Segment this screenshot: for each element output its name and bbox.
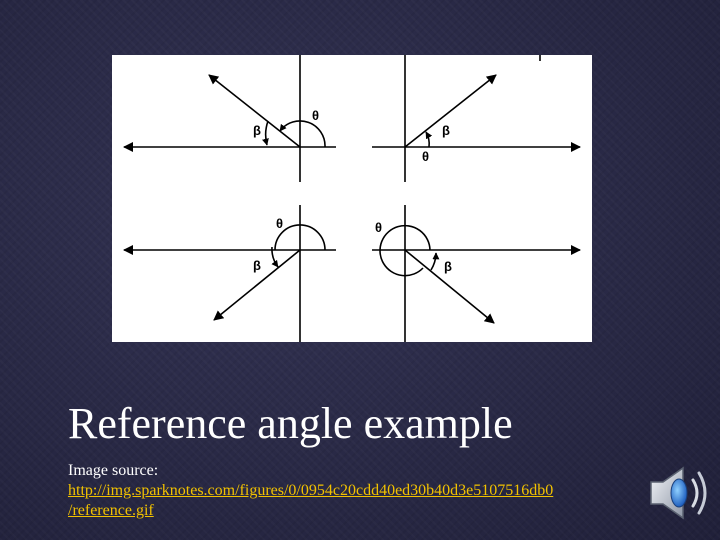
theta-arc	[279, 120, 326, 148]
beta-arc	[430, 252, 440, 271]
diagram-quadrant-1	[372, 55, 581, 182]
image-source: Image source: http://img.sparknotes.com/…	[68, 461, 658, 521]
source-label: Image source:	[68, 462, 159, 479]
theta-label: θ	[276, 216, 283, 231]
diagram-quadrant-4	[372, 205, 581, 342]
beta-arc	[262, 120, 269, 146]
terminal-side	[208, 74, 301, 148]
theta-arc	[274, 224, 326, 251]
theta-label: θ	[422, 149, 429, 164]
beta-label: β	[253, 258, 261, 273]
beta-arc	[425, 131, 433, 148]
beta-label: β	[442, 123, 450, 138]
beta-arc	[271, 246, 279, 268]
terminal-side	[404, 74, 497, 148]
reference-angle-diagram: θ β β θ θ β θ β	[123, 55, 581, 342]
beta-label: β	[253, 123, 261, 138]
terminal-side	[213, 249, 301, 321]
theta-label: θ	[312, 108, 319, 123]
terminal-side	[404, 249, 495, 324]
beta-label: β	[444, 259, 452, 274]
theta-arc	[379, 224, 431, 277]
speaker-icon[interactable]	[643, 460, 709, 526]
diagram-quadrant-3	[123, 205, 336, 342]
slide-title: Reference angle example	[68, 399, 513, 448]
diagram-quadrant-2	[123, 55, 336, 182]
theta-label: θ	[375, 220, 382, 235]
source-link[interactable]: http://img.sparknotes.com/figures/0/0954…	[68, 482, 554, 499]
reference-angle-figure: θ β β θ θ β θ β	[112, 55, 592, 342]
source-link-continued[interactable]: /reference.gif	[68, 502, 154, 519]
